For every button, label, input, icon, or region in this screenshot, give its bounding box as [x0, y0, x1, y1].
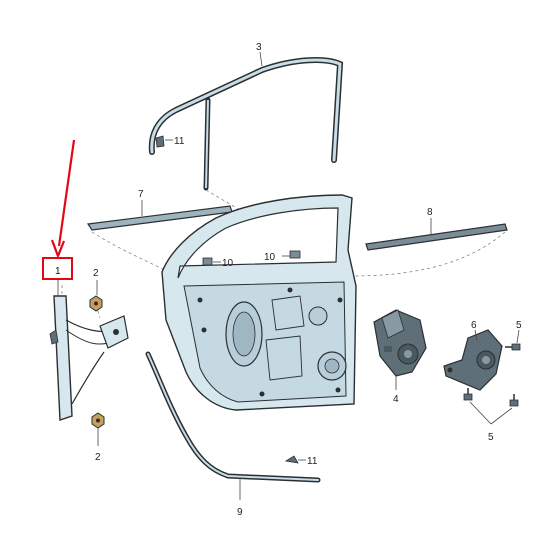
- leader-3: [259, 51, 263, 67]
- part-4-window-motor[interactable]: [373, 309, 427, 377]
- callout-9: 9: [237, 507, 243, 518]
- part-11-clip-lower[interactable]: [284, 455, 299, 464]
- part-2-nut-upper[interactable]: [89, 295, 103, 312]
- callout-6: 6: [471, 320, 477, 331]
- part-9-lower-seal[interactable]: [145, 351, 321, 483]
- callout-10a: 10: [222, 258, 234, 269]
- part-10-clip-right[interactable]: [289, 250, 301, 259]
- part-10-clip-left[interactable]: [202, 257, 213, 266]
- part-5-screw-upper[interactable]: [505, 343, 521, 351]
- callout-8: 8: [427, 207, 433, 218]
- leader-5a: [516, 329, 520, 344]
- callout-2b: 2: [95, 452, 101, 463]
- callout-7: 7: [138, 189, 144, 200]
- part-2-nut-lower[interactable]: [91, 412, 105, 429]
- highlight-box: [42, 257, 73, 280]
- callout-1: 1: [55, 266, 61, 277]
- part-8-outer-strip[interactable]: [365, 223, 508, 251]
- part-1-window-regulator[interactable]: [49, 295, 129, 421]
- part-11-clip-upper[interactable]: [155, 135, 165, 148]
- callout-11a: 11: [174, 136, 185, 147]
- door-body: [161, 194, 357, 411]
- part-3-frame-seal[interactable]: [148, 57, 344, 191]
- callout-11b: 11: [307, 456, 318, 467]
- callout-2a: 2: [93, 268, 99, 279]
- part-5-screw-lower-right[interactable]: [509, 394, 519, 407]
- leader-6: [474, 329, 478, 341]
- callout-5a: 5: [516, 320, 522, 331]
- highlight-arrow: [50, 139, 76, 258]
- callout-4: 4: [393, 394, 399, 405]
- part-6-motor-bracket[interactable]: [443, 329, 503, 391]
- part-5-screw-lower-left[interactable]: [463, 388, 473, 401]
- leader-5b: [469, 401, 513, 425]
- callout-3: 3: [256, 42, 262, 53]
- callout-10b: 10: [264, 252, 276, 263]
- callout-5b: 5: [488, 432, 494, 443]
